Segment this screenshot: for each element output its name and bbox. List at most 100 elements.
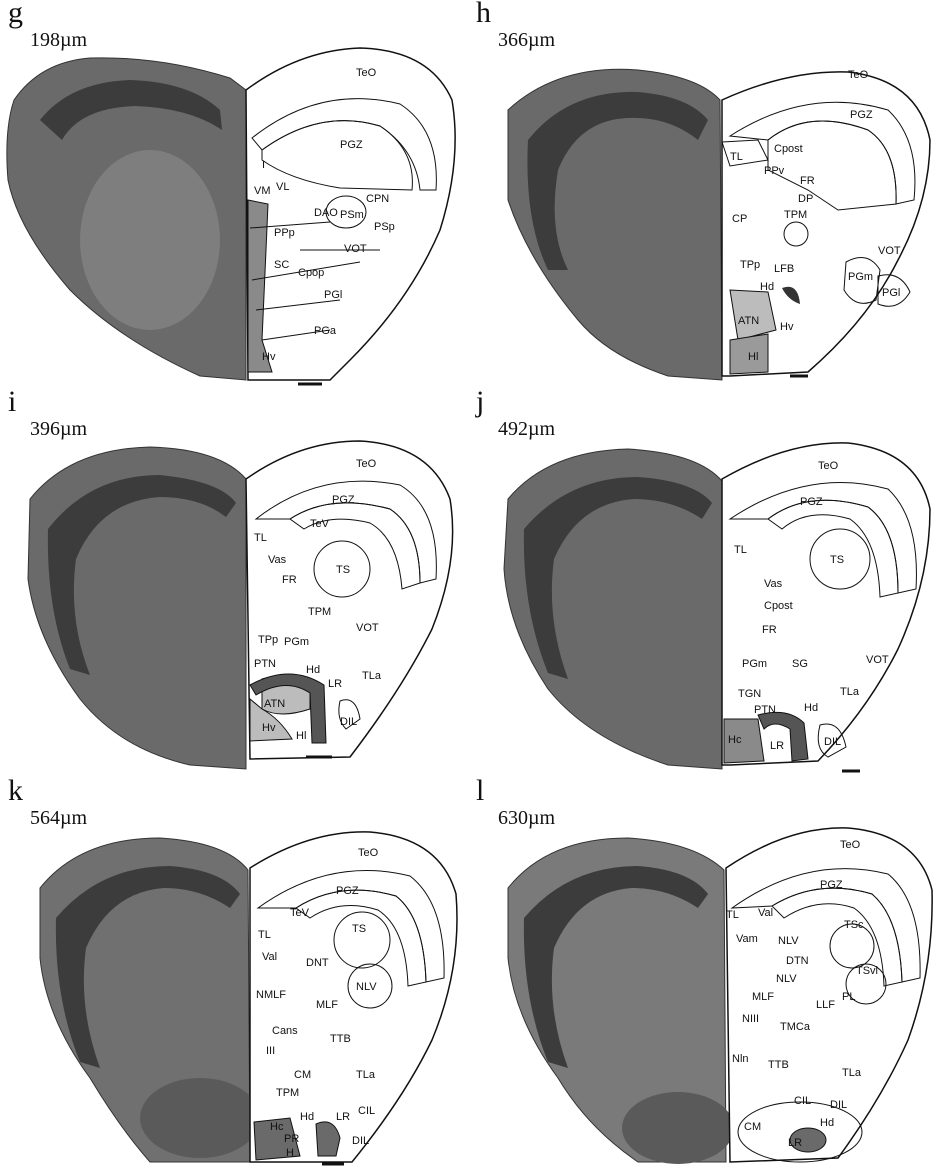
label-tpm: TPM	[784, 209, 807, 221]
label-atn: ATN	[264, 698, 285, 710]
label-vot: VOT	[866, 654, 889, 666]
label-pgz: PGZ	[340, 139, 363, 151]
photo-texture	[80, 150, 220, 330]
label-niii: NIII	[742, 1013, 759, 1025]
panel-l: l 630µm TeO PGZ TL Val TSc Vam NLV DTN T…	[468, 778, 936, 1167]
label-hd: Hd	[300, 1111, 314, 1123]
label-teo: TeO	[356, 67, 377, 79]
label-teo: TeO	[848, 69, 869, 81]
label-hd: Hd	[760, 281, 774, 293]
label-tl: TL	[734, 544, 747, 556]
label-dao: DAO	[314, 207, 338, 219]
label-cm: CM	[294, 1069, 311, 1081]
label-dtn: DTN	[786, 955, 809, 967]
label-hl: Hl	[748, 351, 758, 363]
brain-section-i: TeO PGZ TeV TL TS Vas FR TPM TPp PGm VOT…	[0, 389, 468, 778]
panel-i: i 396µm TeO PGZ TeV TL TS Vas FR TPM TPp…	[0, 389, 468, 778]
label-hv: Hv	[780, 321, 794, 333]
label-atn: ATN	[738, 315, 759, 327]
label-tev: TeV	[290, 907, 310, 919]
label-pgz: PGZ	[332, 494, 355, 506]
panel-k: k 564µm TeO PGZ TeV TS TL Val DNT NLV NM…	[0, 778, 468, 1167]
label-val: Val	[262, 951, 277, 963]
label-hc: Hc	[728, 734, 742, 746]
label-vl: VL	[276, 181, 289, 193]
label-dil: DIL	[824, 736, 841, 748]
label-ppp: PPp	[274, 227, 295, 239]
schematic-outline	[722, 443, 930, 765]
label-nlv-2: NLV	[776, 973, 797, 985]
label-i: I	[262, 159, 265, 171]
label-teo: TeO	[358, 847, 379, 859]
label-vas: Vas	[764, 578, 783, 590]
label-h: H	[286, 1147, 294, 1159]
label-llf: LLF	[816, 999, 835, 1011]
label-pl: PL	[842, 991, 855, 1003]
label-tla: TLa	[362, 670, 382, 682]
panel-h: h 366µm TeO PGZ TL Cpost PPv FR DP CP TP…	[468, 0, 936, 389]
label-fr: FR	[800, 175, 815, 187]
label-ttb: TTB	[330, 1033, 351, 1045]
label-mlf: MLF	[316, 999, 338, 1011]
label-lfb: LFB	[774, 263, 794, 275]
label-hd: Hd	[306, 664, 320, 676]
label-hv: Hv	[262, 351, 276, 363]
label-vot: VOT	[878, 245, 901, 257]
brain-section-g: TeO PGZ I VM VL CPN DAO PSm PSp PPp VOT …	[0, 0, 468, 389]
label-teo: TeO	[840, 839, 861, 851]
lower-lobe	[622, 1092, 734, 1164]
label-cm: CM	[744, 1121, 761, 1133]
label-fr: FR	[282, 574, 297, 586]
brain-section-l: TeO PGZ TL Val TSc Vam NLV DTN TSvl NLV …	[468, 778, 936, 1167]
label-nlv-1: NLV	[778, 935, 799, 947]
label-dil: DIL	[830, 1099, 847, 1111]
label-tgn: TGN	[738, 688, 761, 700]
label-cans: Cans	[272, 1025, 298, 1037]
label-ptn: PTN	[254, 658, 276, 670]
label-tla: TLa	[842, 1067, 862, 1079]
panel-g: g 198µm TeO PGZ I VM VL CPN DAO PSm PSp …	[0, 0, 468, 389]
label-dil: DIL	[352, 1135, 369, 1147]
label-vas: Vas	[268, 554, 287, 566]
label-iii: III	[266, 1045, 275, 1057]
label-pga: PGa	[314, 325, 337, 337]
label-vam: Vam	[736, 933, 758, 945]
label-dil: DIL	[340, 716, 357, 728]
label-tl: TL	[730, 151, 743, 163]
label-val: Val	[758, 907, 773, 919]
label-vot: VOT	[356, 622, 379, 634]
label-cpost: Cpost	[774, 143, 803, 155]
label-tev: TeV	[310, 518, 330, 530]
label-ptn: PTN	[754, 704, 776, 716]
label-pgz: PGZ	[820, 879, 843, 891]
label-cp: CP	[732, 213, 747, 225]
label-tpm: TPM	[276, 1087, 299, 1099]
label-cpn: CPN	[366, 193, 389, 205]
lower-lobe	[140, 1078, 260, 1158]
label-tpp: TPp	[740, 259, 760, 271]
label-vot: VOT	[344, 243, 367, 255]
label-ttb: TTB	[768, 1059, 789, 1071]
label-tsc: TSc	[844, 919, 864, 931]
label-pgz: PGZ	[850, 109, 873, 121]
label-ts: TS	[336, 564, 350, 576]
label-tla: TLa	[356, 1069, 376, 1081]
label-psp: PSp	[374, 221, 395, 233]
brain-section-k: TeO PGZ TeV TS TL Val DNT NLV NMLF MLF C…	[0, 778, 468, 1167]
label-teo: TeO	[356, 458, 377, 470]
label-hl: Hl	[296, 730, 306, 742]
label-tpm: TPM	[308, 606, 331, 618]
label-dp: DP	[798, 193, 813, 205]
label-nln: Nln	[732, 1053, 749, 1065]
label-ts: TS	[830, 554, 844, 566]
label-cpost: Cpost	[764, 600, 793, 612]
label-pgm: PGm	[284, 636, 309, 648]
label-pgl: PGl	[882, 287, 900, 299]
label-ppv: PPv	[764, 165, 785, 177]
brain-section-h: TeO PGZ TL Cpost PPv FR DP CP TPM VOT TP…	[468, 0, 936, 389]
label-tl: TL	[258, 929, 271, 941]
label-cil: CIL	[358, 1105, 375, 1117]
label-pr: PR	[284, 1133, 299, 1145]
label-cpop: Cpop	[298, 267, 324, 279]
label-hc: Hc	[270, 1121, 284, 1133]
